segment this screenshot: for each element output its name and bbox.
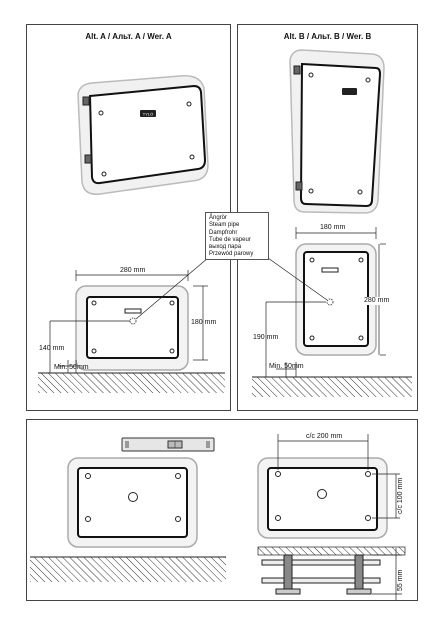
panel-a-title: Alt. A / Альт. A / Wer. A (85, 32, 172, 41)
panel-b-front-unit (252, 227, 412, 397)
panel-a-min-label: Min. 50mm (54, 364, 89, 371)
panel-a-width-label: 280 mm (120, 267, 146, 274)
panel-b-width-label: 180 mm (320, 224, 346, 231)
panel-b-perspective-unit (289, 49, 385, 214)
legend-line: Ångrör (209, 215, 228, 221)
bottom-left-unit (30, 437, 226, 582)
panel-a-perspective-unit: TYLÖ (77, 75, 209, 195)
panel-b-floor-height-label: 190 mm (253, 334, 279, 341)
panel-bottom-frame (26, 419, 418, 601)
bottom-right-unit (257, 434, 406, 600)
legend-line: выход пара (209, 244, 242, 251)
panel-a-height-label: 180 mm (191, 319, 217, 326)
panel-b-min-label: Min. 50mm (269, 363, 304, 370)
panel-b-height-label: 280 mm (364, 297, 390, 305)
hole-spacing-label: c/c 200 mm (306, 433, 343, 440)
legend-line: Przewód parowy (209, 251, 254, 258)
legend-line: Dampfrohr (209, 229, 238, 236)
panel-a-front-unit (38, 257, 225, 393)
svg-text:TYLÖ: TYLÖ (143, 112, 153, 117)
steam-pipe-legend: Ångrör Steam pipe Dampfrohr Tube de vape… (205, 212, 269, 260)
vertical-spacing-label: c/c 100 mm (397, 477, 404, 514)
panel-a-floor-height-label: 140 mm (39, 345, 65, 352)
legend-line: Tube de vapeur (209, 236, 251, 243)
panel-b-title: Alt. B / Альт. B / Wer. B (283, 32, 372, 41)
legend-line: Steam pipe (209, 222, 240, 229)
depth-label: 55 mm (397, 569, 404, 591)
